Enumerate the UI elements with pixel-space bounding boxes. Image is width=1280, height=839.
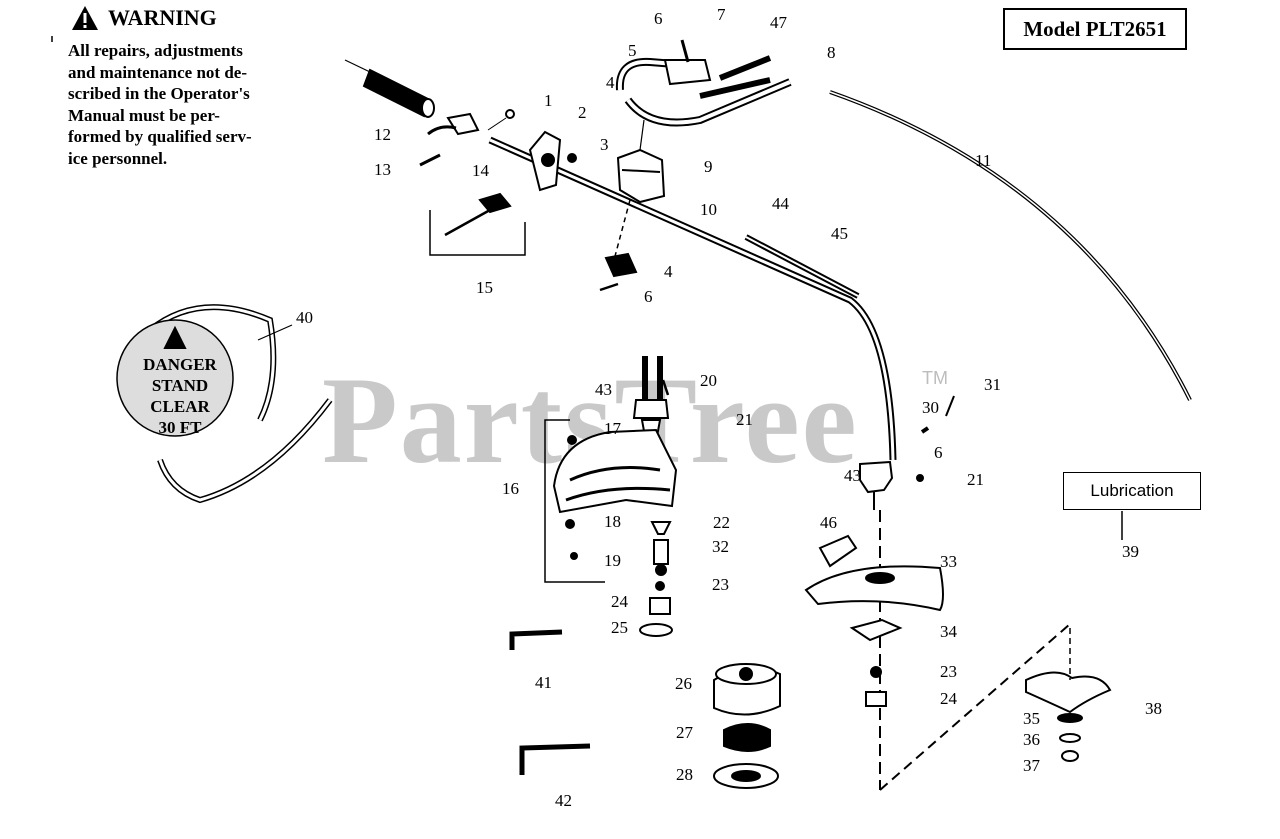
part-label-p6c: 6: [934, 443, 943, 462]
part-label-p42: 42: [555, 791, 572, 810]
warning-line: ice personnel.: [68, 148, 168, 168]
part-label-p41: 41: [535, 673, 552, 692]
part-label-p8: 8: [827, 43, 836, 62]
part-label-p40: 40: [296, 308, 313, 327]
part-label-p18: 18: [604, 512, 621, 531]
warning-line: Manual must be per-: [68, 105, 220, 125]
part-label-p43b: 43: [844, 466, 861, 485]
warning-triangle-icon: [72, 6, 98, 30]
warning-line: formed by qualified serv-: [68, 127, 252, 146]
danger-sign-line: DANGER: [143, 355, 217, 374]
warning-title: WARNING: [108, 5, 217, 30]
part-label-p27: 27: [676, 723, 694, 742]
part-label-p28: 28: [676, 765, 693, 784]
part-label-p13: 13: [374, 160, 391, 179]
part-label-p25: 25: [611, 618, 628, 637]
part-label-p24a: 24: [611, 592, 629, 611]
part-label-p44: 44: [772, 194, 790, 213]
danger-sign-line: 30 FT: [158, 418, 202, 437]
lubrication-box: Lubrication: [1063, 472, 1201, 510]
part-label-p37: 37: [1023, 756, 1041, 775]
danger-sign-line: CLEAR: [150, 397, 210, 416]
part-label-p9: 9: [704, 157, 713, 176]
part-label-p45: 45: [831, 224, 848, 243]
part-label-p6a: 6: [654, 9, 663, 28]
part-label-p7: 7: [717, 5, 726, 24]
part-label-p21b: 21: [967, 470, 984, 489]
warning-line: All repairs, adjustments: [68, 41, 243, 60]
part-label-p21a: 21: [736, 410, 753, 429]
part-label-p19: 19: [604, 551, 621, 570]
part-label-p6b: 6: [644, 287, 653, 306]
part-label-p31: 31: [984, 375, 1001, 394]
part-label-p47: 47: [770, 13, 788, 32]
danger-sign: DANGER STAND CLEAR 30 FT: [120, 354, 240, 438]
warning-text: All repairs, adjustments and maintenance…: [68, 40, 320, 169]
part-label-p4b: 4: [664, 262, 673, 281]
part-label-p33: 33: [940, 552, 957, 571]
part-label-p46: 46: [820, 513, 837, 532]
part-label-p30: 30: [922, 398, 939, 417]
part-label-p23a: 23: [712, 575, 729, 594]
part-label-p5: 5: [628, 41, 637, 60]
warning-line: scribed in the Operator's: [68, 84, 250, 103]
part-label-p10: 10: [700, 200, 717, 219]
part-label-p26: 26: [675, 674, 692, 693]
part-label-p20: 20: [700, 371, 717, 390]
part-label-p1: 1: [544, 91, 553, 110]
warning-line: and maintenance not de-: [68, 62, 247, 82]
part-label-p38: 38: [1145, 699, 1162, 718]
part-label-p35: 35: [1023, 709, 1040, 728]
part-label-p39: 39: [1122, 542, 1139, 561]
part-label-p15: 15: [476, 278, 493, 297]
part-label-p34: 34: [940, 622, 958, 641]
part-label-p16: 16: [502, 479, 519, 498]
part-label-p36: 36: [1023, 730, 1040, 749]
part-label-p11: 11: [975, 151, 991, 170]
part-label-p4a: 4: [606, 73, 615, 92]
part-label-p43a: 43: [595, 380, 612, 399]
part-label-p22: 22: [713, 513, 730, 532]
part-label-p23b: 23: [940, 662, 957, 681]
part-label-p24b: 24: [940, 689, 958, 708]
part-label-p3: 3: [600, 135, 609, 154]
model-number-box: Model PLT2651: [1003, 8, 1187, 50]
trademark-mark: TM: [922, 368, 948, 388]
part-label-p12: 12: [374, 125, 391, 144]
warning-heading: WARNING: [70, 4, 217, 32]
part-label-p2: 2: [578, 103, 587, 122]
part-label-p17: 17: [604, 419, 622, 438]
part-label-p14: 14: [472, 161, 490, 180]
part-label-p32: 32: [712, 537, 729, 556]
danger-sign-line: STAND: [151, 376, 209, 395]
